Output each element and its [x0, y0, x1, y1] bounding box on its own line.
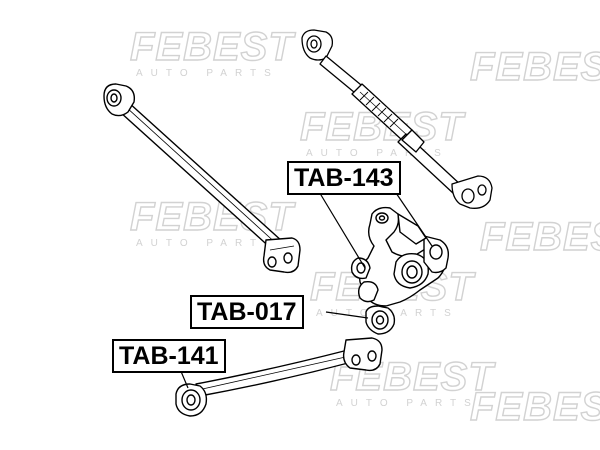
watermark-logo: FEBEST AUTO PARTS [129, 24, 296, 79]
watermark-logo: FEBEST [469, 384, 600, 429]
watermark-subtitle: AUTO PARTS [336, 398, 479, 409]
label-tab-017: TAB-017 [190, 295, 304, 329]
label-tab-141: TAB-141 [112, 339, 226, 373]
adjustable-toe-link [301, 29, 493, 209]
watermark-brand: FEBEST [480, 215, 600, 259]
watermark-subtitle: AUTO PARTS [136, 68, 279, 79]
knuckle-lower-bushing [357, 280, 379, 303]
watermark-brand: FEBEST [130, 25, 296, 69]
rear-knuckle [350, 206, 450, 335]
left-control-arm [103, 83, 301, 274]
left-arm-lower-bracket [262, 237, 301, 274]
lower-lateral-arm [175, 337, 383, 417]
watermark-brand: FEBEST [470, 385, 600, 429]
leader-tab017 [325, 311, 369, 319]
label-tab-143: TAB-143 [287, 161, 401, 195]
watermark-logo: FEBEST [479, 214, 600, 259]
watermark-brand: FEBEST [470, 45, 600, 89]
watermark-subtitle: AUTO PARTS [306, 148, 449, 159]
leader-lines [179, 189, 433, 389]
watermark-subtitle: AUTO PARTS [136, 238, 279, 249]
toe-link-lock-nut [401, 129, 425, 153]
leader-tab143-left [317, 189, 366, 269]
watermark-logo: FEBEST [469, 44, 600, 89]
leader-tab143-right [393, 189, 433, 247]
knuckle-upper-arm [397, 213, 427, 245]
